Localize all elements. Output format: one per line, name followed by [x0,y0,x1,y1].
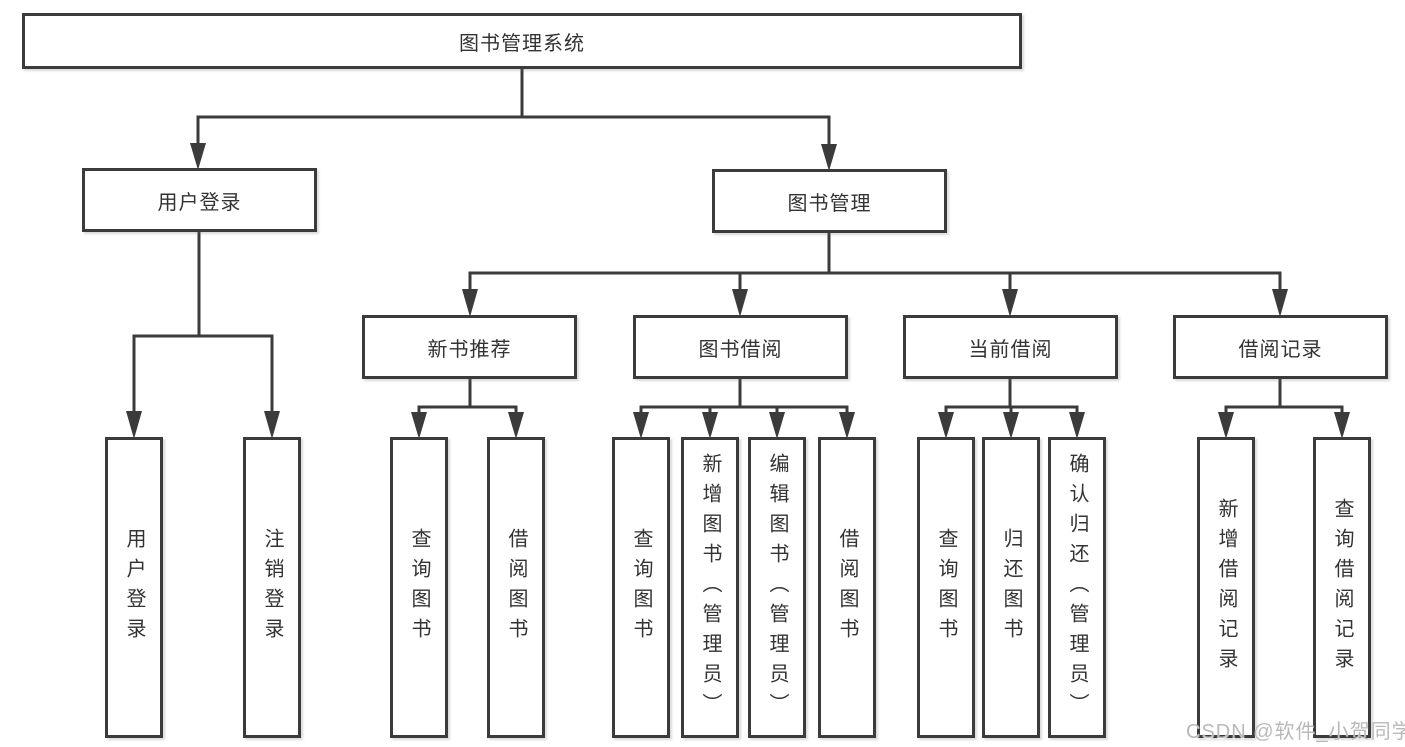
node-label: 新增图书（管理员） [699,452,721,723]
leaf-current-query-books: 查询图书 [917,437,975,738]
node-label: 用户登录 [123,527,145,648]
leaf-user-login: 用户登录 [105,437,163,738]
node-label: 当前借阅 [968,338,1053,361]
leaf-borrowing-edit-books-admin: 编辑图书（管理员） [748,437,806,738]
node-library-management-system: 图书管理系统 [22,13,1022,69]
node-label: 新增借阅记录 [1215,497,1237,678]
arrowheads [126,143,1350,439]
csdn-watermark: CSDN @软件_小贺同学 [1186,721,1405,743]
leaf-records-query-borrow-record: 查询借阅记录 [1313,437,1371,738]
node-label: 图书借阅 [698,338,783,361]
node-label: 查询图书 [408,527,430,648]
leaf-current-return-books: 归还图书 [982,437,1040,738]
node-label: 图书管理 [787,192,872,215]
leaf-logout-login: 注销登录 [243,437,301,738]
node-label: 查询图书 [630,527,652,648]
node-new-book-recommend: 新书推荐 [362,315,577,379]
node-label: 借阅记录 [1238,338,1323,361]
node-label: 新书推荐 [427,338,512,361]
leaf-current-confirm-return-admin: 确认归还（管理员） [1048,437,1106,738]
node-label: 查询借阅记录 [1331,497,1353,678]
node-label: 确认归还（管理员） [1066,452,1088,723]
node-label: 注销登录 [261,527,283,648]
node-label: 借阅图书 [505,527,527,648]
node-current-borrowing: 当前借阅 [903,315,1118,379]
node-user-login: 用户登录 [82,168,317,232]
node-label: 借阅图书 [836,527,858,648]
leaf-borrowing-borrow-books: 借阅图书 [818,437,876,738]
leaf-records-add-borrow-record: 新增借阅记录 [1197,437,1255,738]
leaf-borrowing-query-books: 查询图书 [612,437,670,738]
leaf-borrowing-add-books-admin: 新增图书（管理员） [681,437,739,738]
node-label: 编辑图书（管理员） [766,452,788,723]
node-label: 查询图书 [935,527,957,648]
node-book-borrowing: 图书借阅 [633,315,848,379]
node-borrow-records: 借阅记录 [1173,315,1388,379]
leaf-newbooks-query-books: 查询图书 [390,437,448,738]
node-book-management: 图书管理 [712,169,947,233]
node-label: 用户登录 [157,191,242,214]
leaf-newbooks-borrow-books: 借阅图书 [487,437,545,738]
node-label: 图书管理系统 [459,32,585,55]
node-label: 归还图书 [1000,527,1022,648]
